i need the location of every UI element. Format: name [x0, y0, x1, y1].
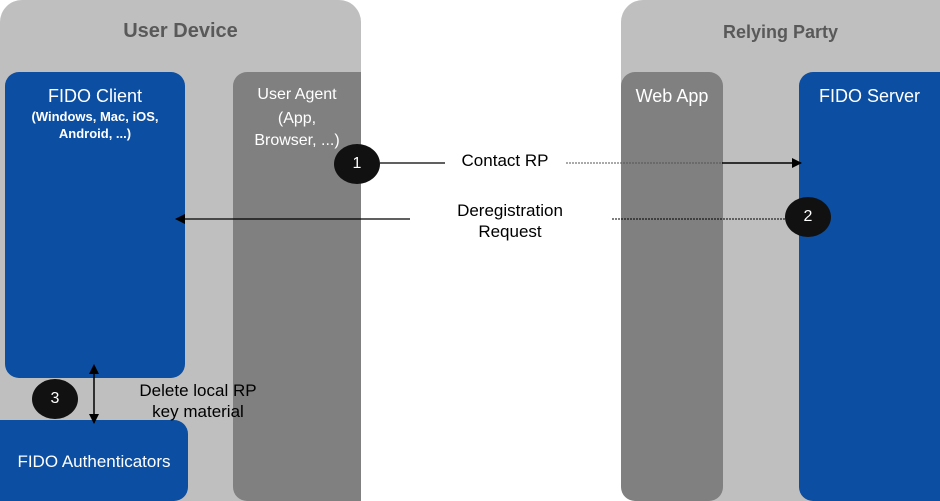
web-app-box: Web App [621, 72, 723, 501]
step-2-badge: 2 [785, 197, 831, 237]
deregistration-request-label: Deregistration Request [457, 201, 563, 241]
fido-client-subtitle: (Windows, Mac, iOS, Android, ...) [31, 109, 159, 141]
fido-client-box: FIDO Client (Windows, Mac, iOS, Android,… [5, 72, 185, 378]
user-agent-title: User Agent [257, 86, 337, 103]
fido-authenticators-box: FIDO Authenticators [0, 420, 188, 501]
fido-client-title: FIDO Client [47, 86, 143, 106]
contact-rp-label: Contact RP [461, 151, 549, 170]
web-app-title: Web App [635, 86, 709, 106]
step-3-badge: 3 [32, 379, 78, 419]
step-1-badge: 1 [334, 144, 380, 184]
delete-local-key-label: Delete local RP key material [139, 381, 257, 421]
user-agent-subtitle: (App, Browser, ...) [254, 110, 340, 149]
user-agent-box: User Agent (App, Browser, ...) [233, 72, 361, 501]
fido-server-box: FIDO Server [799, 72, 940, 501]
user-device-title: User Device [123, 20, 238, 42]
relying-party-title: Relying Party [722, 22, 839, 42]
fido-authenticators-title: FIDO Authenticators [17, 452, 171, 471]
fido-server-title: FIDO Server [818, 86, 920, 106]
